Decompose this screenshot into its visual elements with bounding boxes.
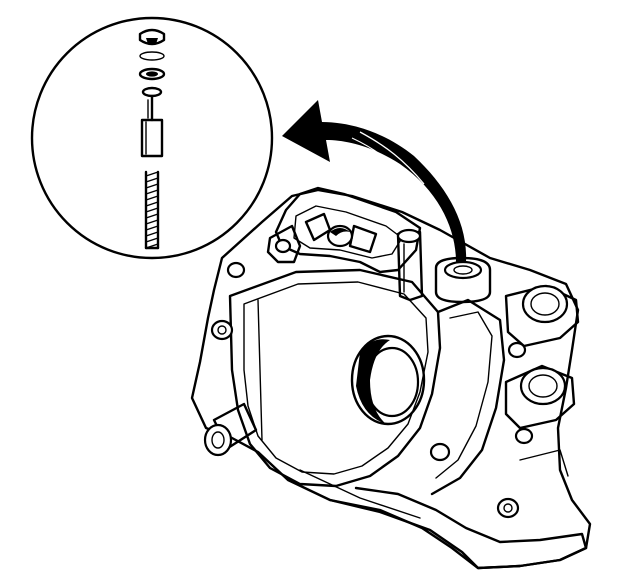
valve-plug-cap — [138, 28, 166, 46]
front-cover-panel — [228, 268, 442, 488]
crank-seal-shadow — [356, 339, 390, 424]
pump-housing — [190, 186, 592, 570]
valve-washer — [138, 67, 166, 81]
flange-slot-left — [304, 212, 332, 242]
left-bolt-hole-middle — [226, 261, 246, 279]
valve-spring — [144, 170, 160, 250]
right-bolt-hole-upper — [507, 341, 527, 359]
left-bolt-hole-upper — [210, 319, 234, 341]
relief-valve-stack — [138, 28, 166, 250]
valve-bore-inner — [453, 265, 473, 275]
right-lower-boss-ring — [528, 374, 558, 398]
vertical-post-cap — [396, 228, 422, 244]
valve-bore-opening — [443, 260, 483, 280]
right-bolt-hole-lower — [514, 427, 534, 445]
bottom-foot — [328, 486, 588, 570]
right-lower-boss-face — [519, 366, 567, 406]
upper-left-lug-hole — [274, 238, 292, 254]
right-upper-boss-face — [521, 284, 569, 324]
crank-seal-outer — [350, 334, 426, 426]
detail-callout — [30, 16, 274, 260]
bottom-mid-hole — [429, 442, 451, 462]
curved-arrow-body — [282, 100, 467, 262]
flange-slot-right — [348, 224, 378, 254]
bottom-bolt-hole — [496, 497, 520, 519]
valve-oring — [139, 51, 165, 61]
inlet-tube-opening — [203, 423, 233, 457]
valve-piston — [140, 118, 164, 158]
upper-left-lug — [266, 224, 302, 264]
top-flange-inner — [293, 205, 403, 259]
flange-hole-shade — [330, 228, 350, 236]
right-upper-boss-ring — [530, 292, 560, 316]
right-rib — [430, 298, 506, 496]
valve-bore-boss — [434, 256, 492, 304]
direction-arrow — [282, 100, 467, 262]
magnified-circle — [30, 16, 274, 260]
